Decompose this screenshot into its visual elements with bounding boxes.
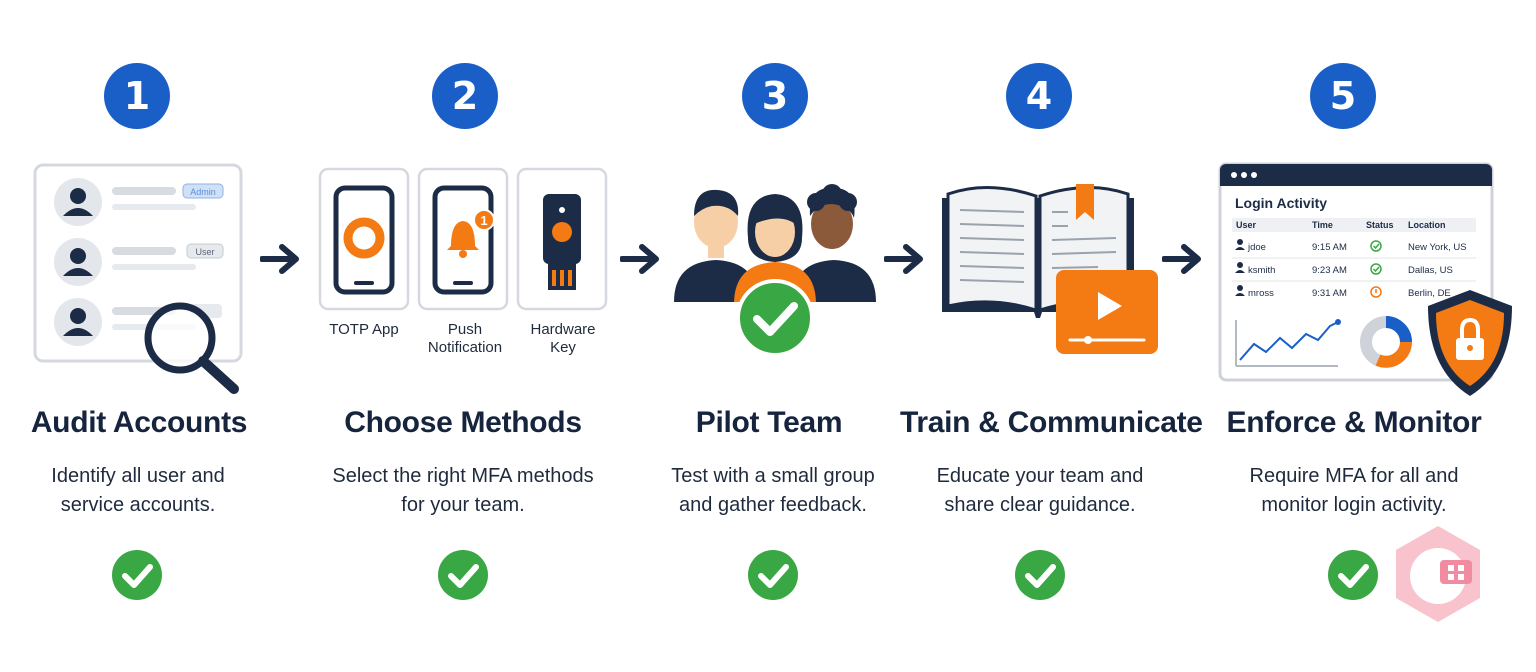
method-label-totp: TOTP App <box>329 321 399 338</box>
svg-text:9:23 AM: 9:23 AM <box>1312 265 1347 276</box>
check-icon <box>736 279 814 357</box>
video-icon <box>1056 270 1158 354</box>
col-status: Status <box>1366 220 1394 230</box>
step-number: 2 <box>432 63 498 129</box>
svg-text:mross: mross <box>1248 288 1274 299</box>
check-icon <box>1370 240 1382 252</box>
hardware-key-card <box>516 167 608 311</box>
training-illustration <box>942 184 1158 354</box>
svg-text:Berlin, DE: Berlin, DE <box>1408 288 1451 299</box>
activity-line-chart <box>1235 319 1341 367</box>
account-row-3 <box>54 298 222 346</box>
col-location: Location <box>1408 220 1446 230</box>
svg-text:ksmith: ksmith <box>1248 265 1275 276</box>
table-row: jdoe 9:15 AM New York, US <box>1235 239 1467 253</box>
dashboard-title: Login Activity <box>1235 195 1327 211</box>
shield-lock-icon <box>1428 290 1512 396</box>
svg-text:Dallas, US: Dallas, US <box>1408 265 1453 276</box>
step-number: 5 <box>1310 63 1376 129</box>
badge-user: User <box>195 247 214 257</box>
step-title: Choose Methods <box>344 406 582 439</box>
step-3: 3 Pilot Team Test with <box>660 0 890 672</box>
push-notification-card: 1 <box>417 167 509 311</box>
watermark-logo-icon <box>1396 526 1480 622</box>
col-time: Time <box>1312 220 1333 230</box>
account-row-user: User <box>54 238 224 286</box>
step-title: Audit Accounts <box>30 406 248 439</box>
step-number: 4 <box>1006 63 1072 129</box>
step-number: 3 <box>742 63 808 129</box>
svg-text:jdoe: jdoe <box>1247 242 1266 253</box>
step-number: 1 <box>104 63 170 129</box>
magnifier-icon <box>144 302 239 394</box>
methods-illustration: 1 <box>318 167 608 311</box>
check-icon <box>1015 550 1065 600</box>
step-5: 5 Login Activity User Time Status Locati… <box>1206 0 1522 672</box>
check-icon <box>438 550 488 600</box>
svg-text:New York, US: New York, US <box>1408 242 1467 253</box>
bell-icon <box>447 221 479 258</box>
arrow-right-icon <box>1162 244 1201 274</box>
check-icon <box>1370 263 1382 275</box>
step-1: 1 Admin User <box>0 0 290 672</box>
warning-icon <box>1370 286 1382 298</box>
step-title: Pilot Team <box>695 406 843 439</box>
badge-admin: Admin <box>190 187 216 197</box>
notification-count: 1 <box>480 213 487 228</box>
step-4: 4 Train & Communicate Educate your team … <box>900 0 1203 672</box>
arrow-right-icon <box>620 244 659 274</box>
col-user: User <box>1236 220 1257 230</box>
arrow-right-icon <box>260 244 299 274</box>
step-title: Train & Communicate <box>900 406 1203 439</box>
check-icon <box>1328 550 1378 600</box>
svg-text:9:15 AM: 9:15 AM <box>1312 242 1347 253</box>
step-2: 2 1 <box>300 0 620 672</box>
account-list-illustration: Admin User <box>33 163 243 394</box>
donut-chart <box>1360 316 1412 368</box>
table-row: ksmith 9:23 AM Dallas, US <box>1235 262 1453 276</box>
team-illustration <box>672 184 878 357</box>
svg-text:9:31 AM: 9:31 AM <box>1312 288 1347 299</box>
totp-app-card <box>318 167 410 311</box>
check-icon <box>112 550 162 600</box>
table-row: mross 9:31 AM Berlin, DE <box>1235 285 1451 299</box>
dashboard-illustration: Login Activity User Time Status Location… <box>1218 162 1512 396</box>
account-row-admin: Admin <box>54 178 224 226</box>
step-title: Enforce & Monitor <box>1226 406 1482 439</box>
check-icon <box>748 550 798 600</box>
arrow-right-icon <box>884 244 923 274</box>
